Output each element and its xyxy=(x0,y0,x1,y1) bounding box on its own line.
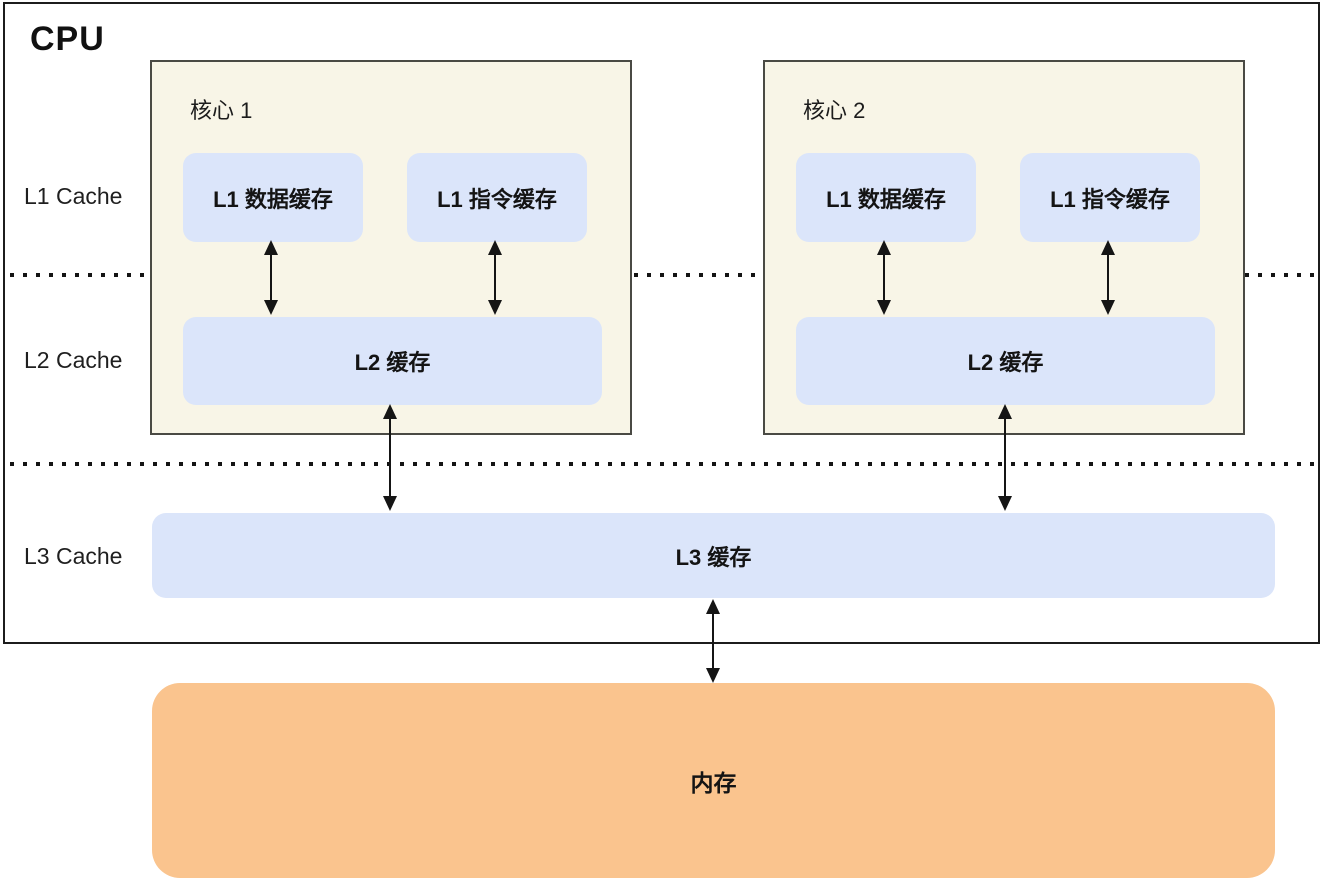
core-1-l1-data-to-l2-arrow xyxy=(263,240,279,315)
arrow-down-head-icon xyxy=(706,668,720,683)
l3-to-memory-arrow xyxy=(705,599,721,683)
core-1-l1-data-cache-box: L1 数据缓存 xyxy=(183,153,363,242)
arrow-down-head-icon xyxy=(998,496,1012,511)
l2-cache-level-label: L2 Cache xyxy=(24,347,123,373)
core-2-name: 核心 2 xyxy=(803,98,866,123)
l1-l2-dotted-separator xyxy=(10,273,1316,277)
core-2-l2-to-l3-arrow xyxy=(997,404,1013,511)
core-1-box: 核心 1 L1 数据缓存 L1 指令缓存 L2 缓存 xyxy=(150,60,632,435)
arrow-shaft xyxy=(712,603,714,679)
memory-box: 内存 xyxy=(152,683,1275,878)
core-2-l1-instruction-to-l2-arrow xyxy=(1100,240,1116,315)
arrow-shaft xyxy=(494,244,496,311)
arrow-down-head-icon xyxy=(877,300,891,315)
core-1-l2-cache-box: L2 缓存 xyxy=(183,317,602,405)
l2-l3-dotted-separator xyxy=(10,462,1316,466)
arrow-shaft xyxy=(883,244,885,311)
arrow-shaft xyxy=(270,244,272,311)
core-1-name: 核心 1 xyxy=(190,98,253,123)
core-2-l1-instruction-cache-box: L1 指令缓存 xyxy=(1020,153,1200,242)
core-2-l1-data-cache-box: L1 数据缓存 xyxy=(796,153,976,242)
core-2-box: 核心 2 L1 数据缓存 L1 指令缓存 L2 缓存 xyxy=(763,60,1245,435)
core-2-l1-data-to-l2-arrow xyxy=(876,240,892,315)
arrow-shaft xyxy=(1004,408,1006,507)
arrow-shaft xyxy=(389,408,391,507)
core-1-l2-to-l3-arrow xyxy=(382,404,398,511)
l3-cache-box: L3 缓存 xyxy=(152,513,1275,598)
cpu-title: CPU xyxy=(30,20,105,58)
l1-cache-level-label: L1 Cache xyxy=(24,183,123,209)
arrow-down-head-icon xyxy=(1101,300,1115,315)
arrow-down-head-icon xyxy=(264,300,278,315)
core-1-l1-instruction-cache-box: L1 指令缓存 xyxy=(407,153,587,242)
core-1-l1-instruction-to-l2-arrow xyxy=(487,240,503,315)
arrow-down-head-icon xyxy=(383,496,397,511)
arrow-shaft xyxy=(1107,244,1109,311)
core-2-l2-cache-box: L2 缓存 xyxy=(796,317,1215,405)
l3-cache-level-label: L3 Cache xyxy=(24,543,123,569)
arrow-down-head-icon xyxy=(488,300,502,315)
